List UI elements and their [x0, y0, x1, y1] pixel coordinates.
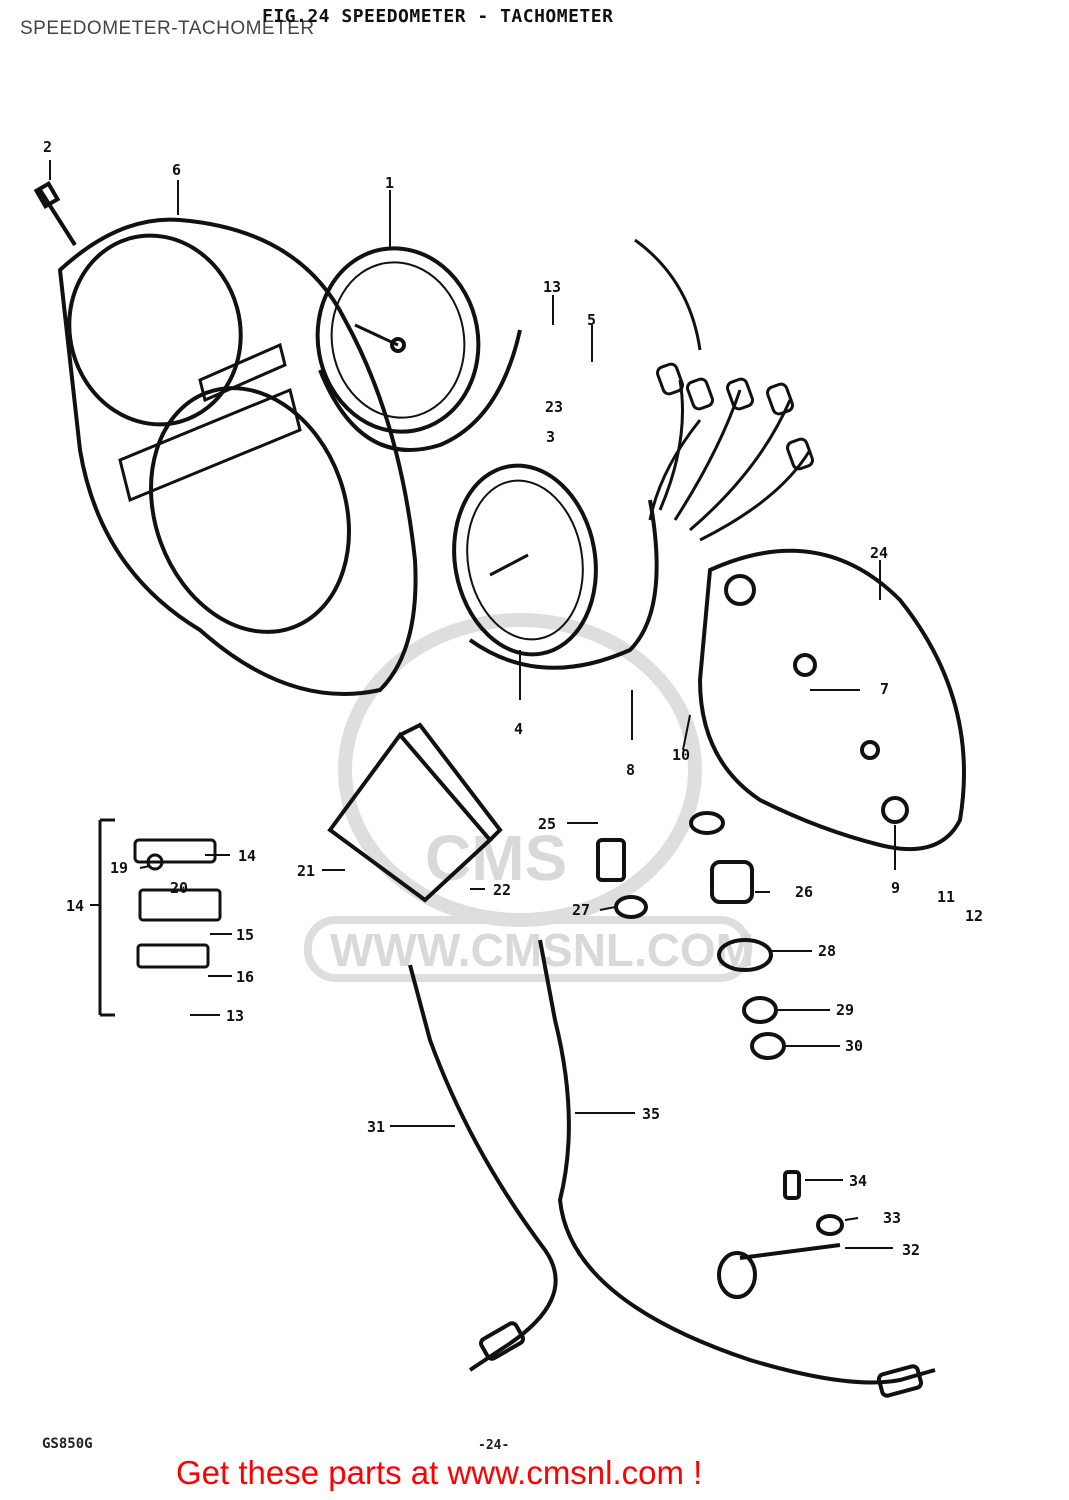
- callout-28: 28: [818, 942, 836, 960]
- meter-bracket-part: [697, 548, 966, 852]
- callout-20: 20: [170, 879, 188, 897]
- callout-11: 11: [937, 888, 955, 906]
- tachometer-part: [452, 463, 659, 670]
- callout-33: 33: [883, 1209, 901, 1227]
- callout-10: 10: [672, 746, 690, 764]
- fastener-parts: [596, 811, 786, 1060]
- callout-12: 12: [965, 907, 983, 925]
- terminal-block-part: [98, 818, 222, 1017]
- callout-24: 24: [870, 544, 888, 562]
- callout-23: 23: [545, 398, 563, 416]
- page-label: SPEEDOMETER-TACHOMETER: [20, 18, 315, 39]
- callout-17: 16: [236, 968, 254, 986]
- strap-parts: [717, 1170, 844, 1299]
- callout-13a: 13: [543, 278, 561, 296]
- callout-19: 19: [110, 859, 128, 877]
- callout-26: 26: [795, 883, 813, 901]
- callout-35: 35: [642, 1105, 660, 1123]
- callout-2: 2: [43, 138, 52, 156]
- screw-part: [33, 180, 77, 247]
- page-number: -24-: [478, 1438, 510, 1453]
- meter-housing-part: [57, 217, 418, 696]
- callout-8: 8: [626, 761, 635, 779]
- callout-1: 1: [385, 174, 394, 192]
- meter-cables-part: [408, 939, 936, 1398]
- callout-13b: 13: [226, 1007, 244, 1025]
- callout-34: 34: [849, 1172, 867, 1190]
- leader-lines: [49, 160, 896, 1249]
- connector-cover-part: [327, 722, 503, 903]
- callout-29: 29: [836, 1001, 854, 1019]
- callout-16: 15: [236, 926, 254, 944]
- callout-21: 21: [297, 862, 315, 880]
- callout-31: 31: [367, 1118, 385, 1136]
- speedometer-part: [315, 246, 522, 452]
- callout-27: 27: [572, 901, 590, 919]
- watermark: CMS WWW.CMSNL.COM: [304, 613, 754, 982]
- callout-3: 3: [546, 428, 555, 446]
- callout-6: 6: [172, 161, 181, 179]
- callout-30: 30: [845, 1037, 863, 1055]
- callout-5: 5: [587, 311, 596, 329]
- model-code: GS850G: [42, 1436, 93, 1452]
- callout-labels: 2 6 1 13 5 23 3 24 7 4 10 8 9 11 12 25 2…: [43, 138, 983, 1259]
- promo-link[interactable]: Get these parts at www.cmsnl.com !: [176, 1454, 703, 1491]
- callout-9: 9: [891, 879, 900, 897]
- callout-7: 7: [880, 680, 889, 698]
- wiring-harness-part: [634, 238, 814, 542]
- callout-14: 14: [66, 897, 84, 915]
- callout-15: 14: [238, 847, 256, 865]
- callout-22: 22: [493, 881, 511, 899]
- callout-25: 25: [538, 815, 556, 833]
- callout-4: 4: [514, 720, 523, 738]
- figure-title: FIG.24 SPEEDOMETER - TACHOMETER: [262, 6, 614, 27]
- callout-32: 32: [902, 1241, 920, 1259]
